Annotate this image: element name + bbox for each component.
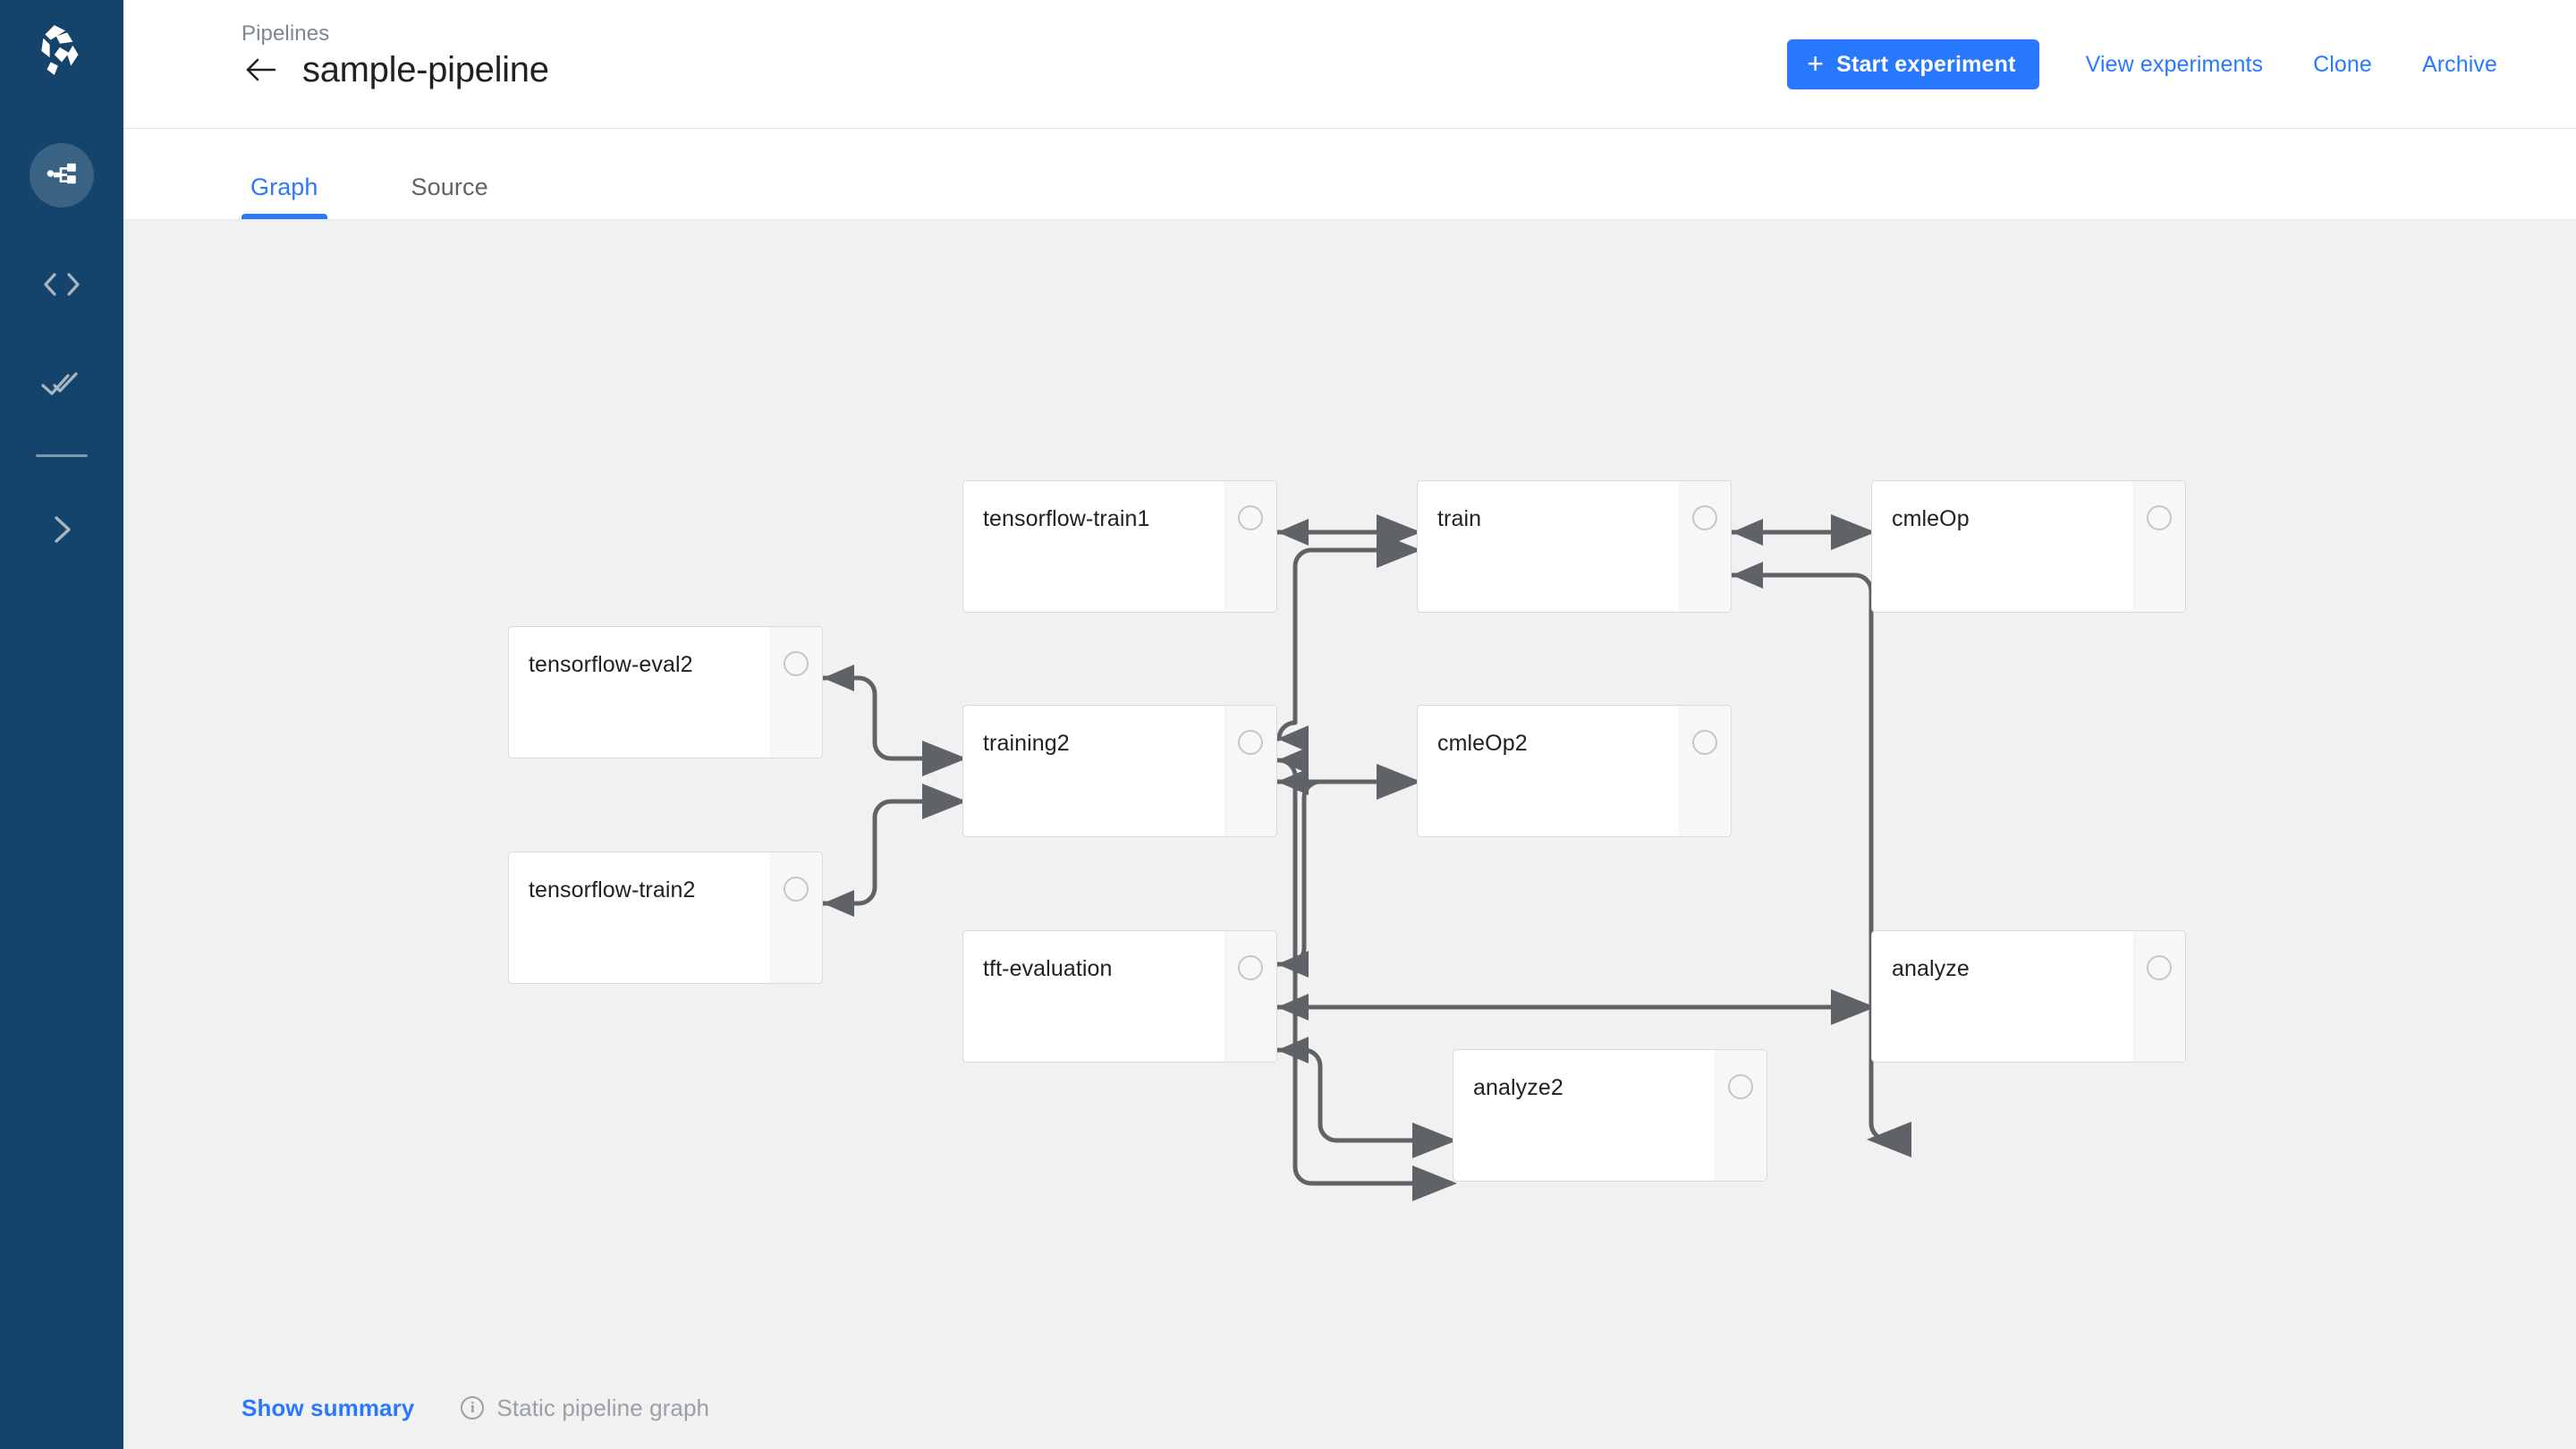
graph-node-tensorflow-train1[interactable]: tensorflow-train1 [962,480,1277,613]
status-ring-icon [1692,505,1717,530]
status-ring-icon [2147,955,2172,980]
graph-node-cmleOp2[interactable]: cmleOp2 [1417,705,1732,837]
status-ring-icon [784,877,809,902]
page-header: Pipelines sample-pipeline + Start experi… [123,0,2576,129]
pipeline-graph-icon [46,157,78,194]
node-label: cmleOp [1892,506,1970,531]
tabs: Graph Source [242,174,572,219]
graph-footer: Show summary i Static pipeline graph [123,1367,2576,1449]
tab-source[interactable]: Source [411,174,488,200]
graph-node-analyze2[interactable]: analyze2 [1453,1049,1767,1182]
status-ring-icon [1238,955,1263,980]
status-ring-icon [1238,505,1263,530]
tab-graph[interactable]: Graph [242,174,327,219]
sidebar-item-code[interactable] [0,258,123,315]
archive-link[interactable]: Archive [2421,51,2497,77]
title-row: sample-pipeline [242,50,549,89]
clone-link[interactable]: Clone [2313,51,2372,77]
breadcrumb[interactable]: Pipelines [242,21,330,46]
node-label: tft-evaluation [983,956,1113,981]
start-experiment-label: Start experiment [1836,51,2016,77]
chevron-right-icon [48,513,75,550]
graph-node-analyze[interactable]: analyze [1871,930,2186,1063]
static-graph-note: i Static pipeline graph [461,1394,709,1422]
graph-node-tensorflow-eval2[interactable]: tensorflow-eval2 [508,626,823,758]
code-brackets-icon [41,269,82,304]
sidebar-item-pipelines[interactable] [0,143,123,208]
sidebar-item-runs[interactable] [0,358,123,415]
node-label: analyze2 [1473,1075,1563,1100]
status-ring-icon [1728,1074,1753,1099]
node-label: analyze [1892,956,1970,981]
sidebar-divider [36,454,88,457]
graph-canvas[interactable]: tensorflow-train1 tensorflow-eval2 tenso… [123,220,2576,1449]
double-check-icon [40,371,83,402]
kubeflow-logo[interactable] [0,21,123,80]
graph-node-tft-evaluation[interactable]: tft-evaluation [962,930,1277,1063]
graph-node-train[interactable]: train [1417,480,1732,613]
status-ring-icon [1692,730,1717,755]
static-graph-note-label: Static pipeline graph [496,1394,710,1421]
node-label: train [1437,506,1482,531]
main-area: Pipelines sample-pipeline + Start experi… [123,0,2576,1449]
start-experiment-button[interactable]: + Start experiment [1787,39,2039,89]
view-experiments-link[interactable]: View experiments [2085,51,2264,77]
node-label: training2 [983,731,1070,756]
node-status-strip [1679,706,1731,836]
graph-node-cmleOp[interactable]: cmleOp [1871,480,2186,613]
node-label: cmleOp2 [1437,731,1528,756]
node-label: tensorflow-train1 [983,506,1150,531]
node-status-strip [2133,481,2185,612]
node-status-strip [1224,481,1276,612]
page-title: sample-pipeline [302,50,549,89]
node-status-strip [1224,706,1276,836]
graph-node-tensorflow-train2[interactable]: tensorflow-train2 [508,852,823,984]
node-status-strip [770,852,822,983]
status-ring-icon [2147,505,2172,530]
node-status-strip [2133,931,2185,1062]
node-status-strip [1715,1050,1767,1181]
arrow-left-icon[interactable] [242,50,281,89]
plus-icon: + [1807,47,1825,80]
info-circle-icon: i [461,1396,485,1419]
sidebar-item-expand[interactable] [0,503,123,560]
node-status-strip [770,627,822,758]
graph-node-training2[interactable]: training2 [962,705,1277,837]
tabs-bar: Graph Source [123,129,2576,220]
header-actions: + Start experiment View experiments Clon… [1787,39,2522,89]
node-label: tensorflow-eval2 [529,652,693,677]
graph-edges [823,514,1911,1201]
node-status-strip [1224,931,1276,1062]
node-status-strip [1679,481,1731,612]
node-label: tensorflow-train2 [529,877,696,902]
sidebar-active-highlight [30,143,94,208]
status-ring-icon [1238,730,1263,755]
show-summary-link[interactable]: Show summary [242,1394,415,1421]
status-ring-icon [784,651,809,676]
sidebar [0,0,123,1449]
